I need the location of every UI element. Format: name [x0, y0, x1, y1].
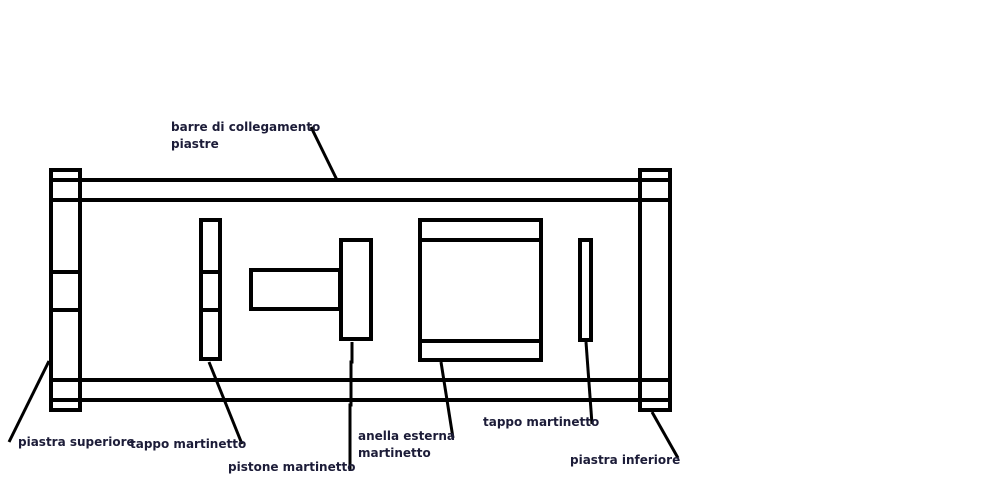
- label-barre-line1: barre di collegamento: [171, 120, 320, 134]
- label-anella-line1: anella esterna: [358, 429, 455, 443]
- jack-outer-ring: [418, 218, 543, 362]
- lower-plate: [638, 168, 672, 412]
- left-jack-cap: [199, 218, 222, 361]
- label-piastra-superiore: piastra superiore: [18, 435, 135, 449]
- label-barre-line2: piastre: [171, 137, 219, 151]
- leader-lines: [7, 126, 680, 471]
- jack-piston: [249, 238, 373, 341]
- label-anella-line2: martinetto: [358, 446, 431, 460]
- label-piastra-inferiore: piastra inferiore: [570, 453, 680, 467]
- label-tappo-martinetto-left: tappo martinetto: [130, 437, 246, 451]
- label-tappo-martinetto-right: tappo martinetto: [483, 415, 599, 429]
- bottom-connecting-bar: [49, 378, 672, 402]
- label-pistone-martinetto: pistone martinetto: [228, 460, 355, 474]
- right-jack-cap: [578, 238, 593, 342]
- top-connecting-bar: [49, 178, 672, 202]
- upper-plate: [49, 168, 82, 412]
